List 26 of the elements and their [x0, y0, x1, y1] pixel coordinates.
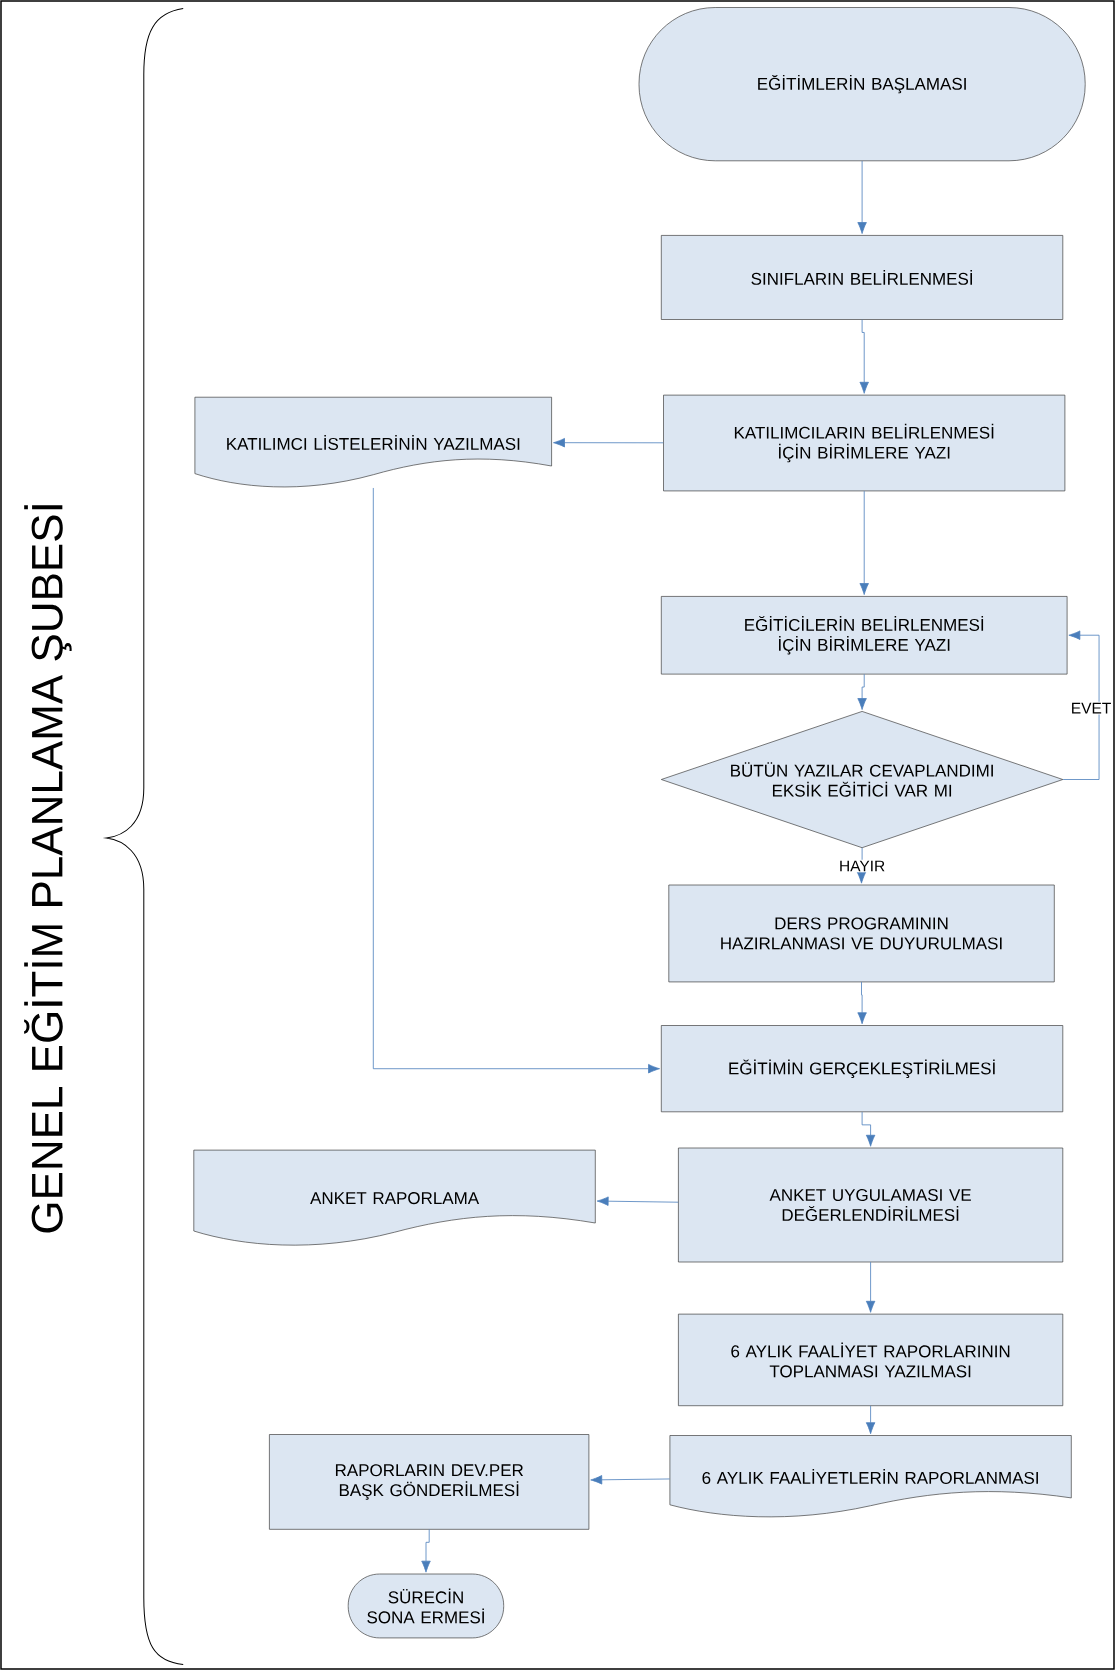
arrow	[865, 1261, 876, 1313]
process-box: 6 AYLIK FAALİYET RAPORLARININ TOPLANMASI YAZILMASI	[678, 1313, 1064, 1407]
arrow	[865, 1405, 876, 1435]
process-box: RAPORLARIN DEV.PER BAŞK GÖNDERİLMESİ	[269, 1434, 590, 1530]
arrow	[590, 1475, 671, 1485]
title: GENEL EĞİTİM PLANLAMA ŞUBESİ	[24, 505, 72, 1233]
arrow	[857, 673, 867, 710]
arrow	[856, 847, 867, 884]
arrow	[1062, 630, 1100, 780]
arrow	[596, 1196, 679, 1206]
arrow	[861, 1111, 876, 1147]
process-box: EĞİTİMİN GERÇEKLEŞTİRİLMESİ	[660, 1025, 1064, 1113]
arrow	[859, 490, 869, 595]
arrow	[553, 438, 664, 448]
process-box: KATILIMCILARIN BELİRLENMESİ İÇİN BİRİMLERE YAZI	[663, 394, 1066, 492]
arrow	[859, 319, 869, 394]
process-box: EĞİTİCİLERİN BELİRLENMESİ İÇİN BİRİMLERE YAZI	[660, 596, 1068, 675]
arrow	[372, 487, 660, 1074]
arrow	[421, 1529, 431, 1573]
process-box: DERS PROGRAMININ HAZIRLANMASI VE DUYURULMASI	[668, 884, 1055, 983]
process-box: SINIFLARIN BELİRLENMESİ	[660, 235, 1064, 320]
process-box: ANKET UYGULAMASI VE DEĞERLENDİRİLMESİ	[678, 1147, 1064, 1263]
arrow	[857, 160, 867, 234]
edge-label: EVET	[1069, 701, 1113, 715]
arrow	[857, 981, 867, 1025]
edge-label: HAYIR	[838, 859, 887, 873]
